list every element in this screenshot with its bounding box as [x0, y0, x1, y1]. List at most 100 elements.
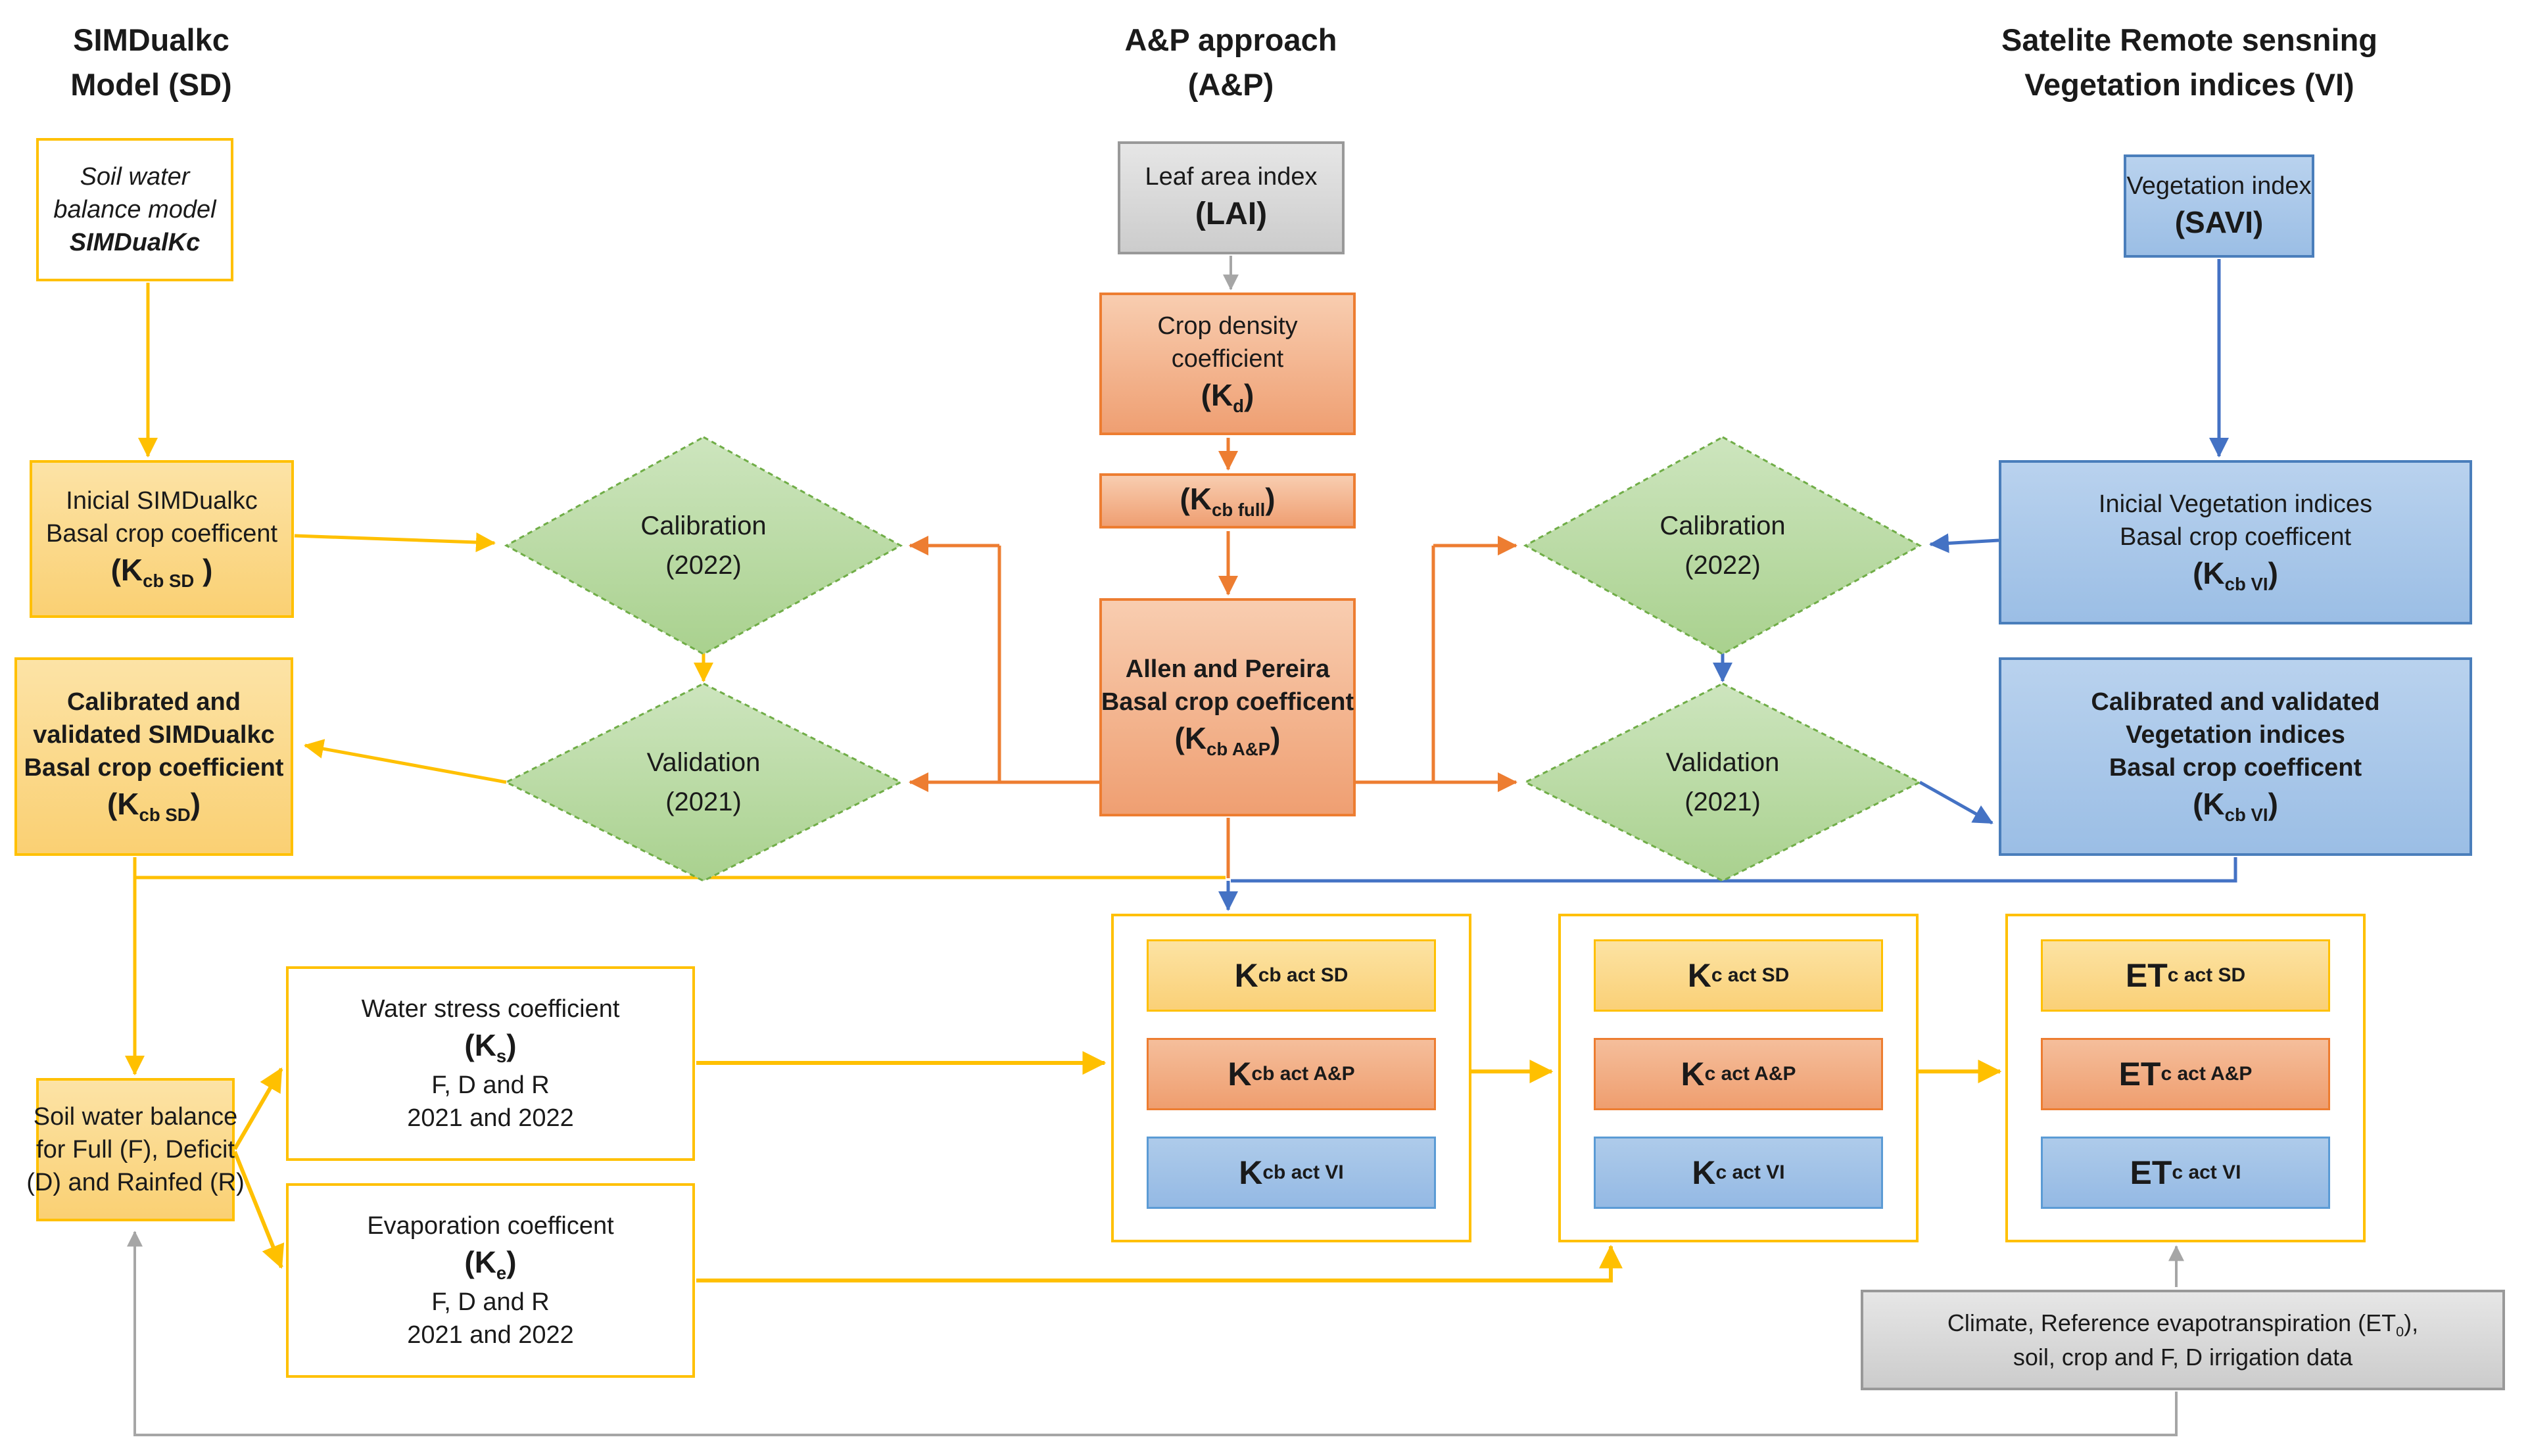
text-calibrated-sd-line3: Basal crop coefficient — [24, 754, 284, 782]
calibratedvi-to-junction-line — [1231, 857, 2237, 883]
formula-pre: ET — [2118, 1056, 2161, 1092]
formula-pre: (K — [2193, 787, 2225, 822]
text-validation: Validation — [646, 748, 761, 777]
label-calibration-left: Calibration (2022) — [572, 500, 835, 592]
inicialvi-to-calibration-arrow — [1929, 533, 1999, 553]
formula-suf: ) — [190, 787, 201, 822]
text-sub: 0 — [2396, 1323, 2404, 1340]
formula-sub: s — [496, 1046, 507, 1067]
box-crop-density-kd: Crop density coefficient (Kd) — [1099, 293, 1356, 435]
text-inicial-vi-line1: Inicial Vegetation indices — [2098, 490, 2373, 519]
header-ap-line1: A&P approach — [1124, 22, 1337, 57]
formula-pre: K — [1239, 1154, 1263, 1191]
formula-pre: K — [1228, 1056, 1252, 1092]
formula-kcb-ap: (Kcb A&P) — [1175, 718, 1281, 762]
formula-sub: c act VI — [1715, 1162, 1785, 1183]
formula-sub: c act VI — [2172, 1162, 2241, 1183]
validation-to-calibratedvi-arrow — [1919, 780, 1993, 825]
text-savi-line2: (SAVI) — [2174, 205, 2264, 240]
text-calibration-year: (2022) — [1684, 551, 1761, 580]
text-ks-line1: Water stress coefficient — [361, 995, 620, 1023]
box-inicial-sd-kcb: Inicial SIMDualkc Basal crop coefficent … — [30, 460, 294, 618]
text-kd-line1: Crop density — [1157, 312, 1298, 340]
label-validation-left: Validation (2021) — [572, 736, 835, 828]
box-leaf-area-index: Leaf area index (LAI) — [1118, 141, 1345, 254]
formula-sub: d — [1233, 396, 1245, 417]
formula-suf: ) — [1244, 377, 1254, 412]
calibration-diamond-left — [504, 436, 903, 655]
text-lai-line2: (LAI) — [1195, 197, 1268, 232]
formula-sub: cb SD — [139, 805, 191, 826]
formula-kcb-vi: (Kcb VI) — [2193, 553, 2278, 597]
formula-sub: cb act VI — [1262, 1162, 1344, 1183]
formula-suf: ) — [506, 1245, 517, 1280]
box-kcb-full: (Kcb full) — [1099, 473, 1356, 528]
text-savi-line1: Vegetation index — [2126, 172, 2312, 200]
soilbalance-to-ks-arrow — [233, 1067, 283, 1150]
text-allen-pereira-line2: Basal crop coefficent — [1101, 688, 1354, 716]
text-calibrated-vi-line2: Vegetation indices — [2126, 721, 2345, 749]
text-calibrated-vi-line3: Basal crop coefficent — [2109, 754, 2362, 782]
inicialsd-to-calibration-arrow — [294, 532, 496, 552]
text-ke-line4: 2021 and 2022 — [407, 1321, 574, 1349]
formula-sub: c act SD — [1711, 964, 1790, 986]
formula-pre: (K — [110, 553, 143, 588]
formula-kcb-full: (Kcb full) — [1180, 479, 1275, 523]
text-calibration: Calibration — [1659, 511, 1786, 540]
box-climate-input-data: Climate, Reference evapotranspiration (E… — [1861, 1290, 2505, 1390]
ke-to-kcact-arrow — [696, 1244, 1623, 1282]
formula-ke: (Ke) — [464, 1242, 516, 1286]
formula-sub: c act A&P — [2160, 1063, 2253, 1085]
formula-pre: (K — [2193, 556, 2225, 591]
box-calibrated-sd-kcb: Calibrated and validated SIMDualkc Basal… — [14, 657, 293, 856]
formula-sub: cb full — [1211, 500, 1266, 521]
formula-suf: ) — [2268, 556, 2278, 591]
text-validation-year: (2021) — [665, 787, 742, 816]
formula-sub: cb act A&P — [1251, 1063, 1355, 1085]
formula-sub: cb SD — [143, 571, 195, 592]
formula-pre: ET — [2125, 957, 2168, 994]
formula-suf: ) — [194, 553, 213, 588]
formula-pre: (K — [1201, 377, 1233, 412]
text-calibrated-sd-line1: Calibrated and — [67, 688, 241, 716]
formula-ks: (Ks) — [464, 1025, 516, 1069]
validation-diamond-left — [504, 682, 903, 882]
formula-kd: (Kd) — [1201, 375, 1254, 419]
formula-pre: (K — [107, 787, 139, 822]
text-soil-balance-line1: Soil water balance — [33, 1102, 238, 1131]
formula-sub: c act SD — [2167, 964, 2246, 986]
formula-suf: ) — [1265, 482, 1276, 517]
formula-pre: (K — [464, 1028, 496, 1063]
gray-feedback-line — [127, 1231, 2178, 1436]
formula-pre: K — [1234, 957, 1258, 994]
text-inicial-sd-line2: Basal crop coefficent — [45, 520, 278, 548]
text-allen-pereira-line1: Allen and Pereira — [1125, 655, 1330, 684]
text-calibration: Calibration — [640, 511, 767, 540]
formula-kcb-sd-calibrated: (Kcb SD) — [107, 784, 201, 828]
text-ks-line4: 2021 and 2022 — [407, 1104, 574, 1132]
header-ap-line2: (A&P) — [1187, 67, 1274, 102]
text-soil-model-line2: balance model — [53, 195, 216, 223]
text-ke-line1: Evaporation coefficent — [367, 1211, 614, 1240]
formula-sub: cb VI — [2224, 805, 2268, 826]
text-soil-model-line3: SIMDualKc — [69, 229, 201, 257]
header-simdualkc: SIMDualkc Model (SD) — [20, 16, 283, 108]
text-lai-line1: Leaf area index — [1145, 163, 1318, 191]
formula-kcb-sd: (Kcb SD ) — [111, 550, 213, 594]
formula-pre: (K — [1174, 721, 1207, 756]
formula-sub: cb A&P — [1206, 739, 1271, 760]
text-calibrated-vi-line1: Calibrated and validated — [2091, 688, 2380, 716]
box-calibrated-vi-kcb: Calibrated and validated Vegetation indi… — [1999, 657, 2472, 856]
text-suf: ), — [2404, 1309, 2419, 1336]
header-vi-line1: Satelite Remote sensning — [2001, 22, 2377, 57]
header-vi-line2: Vegetation indices (VI) — [2024, 67, 2354, 102]
text-validation: Validation — [1665, 748, 1780, 777]
formula-pre: K — [1681, 1056, 1705, 1092]
